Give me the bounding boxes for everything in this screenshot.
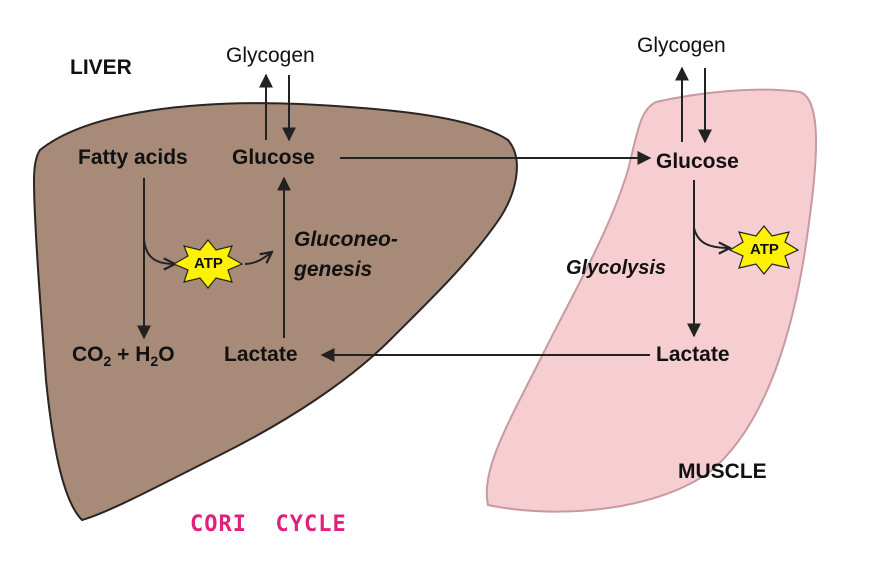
muscle-glycogen-label: Glycogen	[637, 34, 726, 57]
muscle-lactate-label: Lactate	[656, 343, 730, 366]
glycolysis-to-atp-branch	[693, 227, 730, 248]
liver-glycogen-label: Glycogen	[226, 44, 315, 67]
atp-muscle-label: ATP	[750, 241, 779, 258]
gluconeogenesis-label-line2: genesis	[294, 258, 373, 281]
atp-star-liver	[172, 239, 244, 289]
atp-star-muscle	[728, 225, 800, 275]
fatty-acids-label: Fatty acids	[78, 146, 188, 169]
gluconeogenesis-label-line1: Gluconeo-	[294, 228, 398, 251]
liver-lactate-label: Lactate	[224, 343, 298, 366]
fatty-acids-to-atp-branch	[143, 239, 175, 264]
co2-h2o-label: CO2 + H2O	[72, 343, 175, 370]
muscle-shape	[485, 88, 818, 513]
glycolysis-label: Glycolysis	[566, 257, 667, 279]
cori-cycle-caption: CORI CYCLE	[190, 512, 347, 537]
muscle-title: MUSCLE	[678, 460, 767, 483]
liver-title: LIVER	[70, 56, 132, 79]
atp-liver-label: ATP	[194, 255, 223, 272]
muscle-glucose-label: Glucose	[656, 150, 739, 173]
atp-to-gluconeogenesis-arrow	[244, 252, 272, 265]
liver-shape	[32, 102, 518, 522]
liver-glucose-label: Glucose	[232, 146, 315, 169]
